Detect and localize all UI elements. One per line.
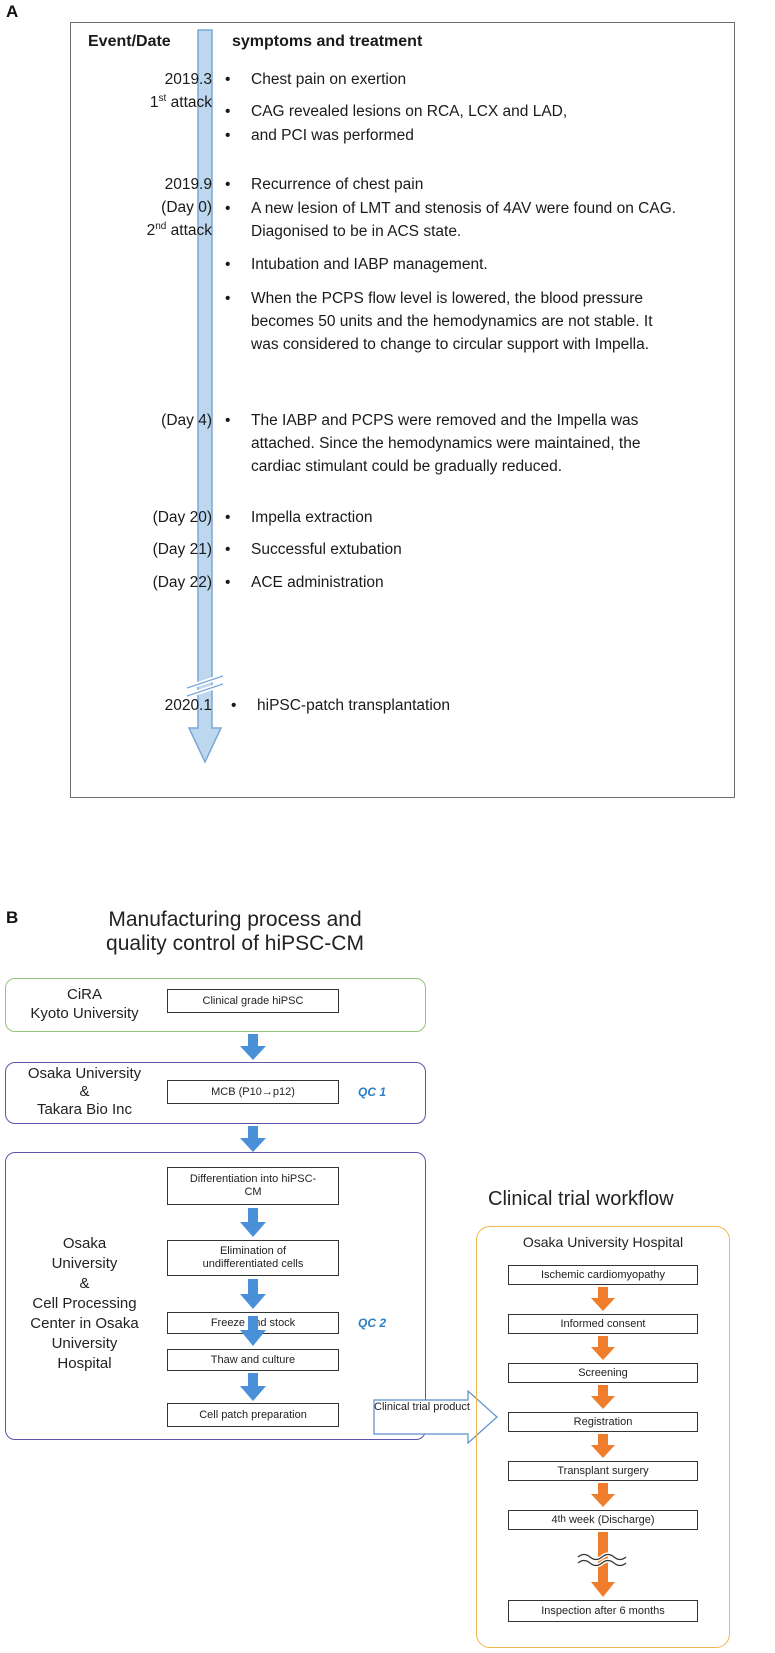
panel-b-label: B (6, 908, 19, 927)
orange-down-arrow (591, 1385, 615, 1409)
step-cell-patch: Cell patch preparation (167, 1403, 339, 1427)
event-item: •Successful extubation (225, 541, 402, 558)
header-symptoms: symptoms and treatment (232, 33, 423, 50)
clinical-trial-product-label: Clinical trial product (374, 1401, 470, 1413)
event-item: •When the PCPS flow level is lowered, th… (225, 290, 653, 353)
panel-a-label: A (6, 2, 19, 21)
osaka-cpc-name: Osaka University & Cell Processing Cente… (30, 1235, 139, 1372)
step-registration: Registration (508, 1412, 698, 1432)
cira-box (5, 978, 426, 1032)
step-ischemic-cardiomyopathy: Ischemic cardiomyopathy (508, 1265, 698, 1285)
date-2019-3: 2019.3 1st attack (149, 71, 212, 111)
osaka-takara-name: Osaka University & Takara Bio Inc (27, 1065, 142, 1118)
event-item: •ACE administration (225, 574, 384, 591)
event-item: •Recurrence of chest pain (225, 176, 424, 193)
step-transplant-surgery: Transplant surgery (508, 1461, 698, 1481)
blue-down-arrow (240, 1279, 266, 1309)
clinical-trial-product-arrow (373, 1390, 498, 1444)
event-item: •Chest pain on exertion (225, 71, 407, 88)
blue-down-arrow (240, 1208, 266, 1237)
step-elimination: Elimination of undifferentiated cells (167, 1240, 339, 1276)
event-item: •A new lesion of LMT and stenosis of 4AV… (225, 200, 677, 240)
event-item: •and PCI was performed (225, 127, 414, 144)
event-item: •Impella extraction (225, 509, 373, 526)
event-item: •hiPSC-patch transplantation (231, 697, 451, 714)
workflow-title: Clinical trial workflow (488, 1188, 674, 1210)
step-mcb: MCB (P10→p12) (167, 1080, 339, 1104)
step-inspection-6-months: Inspection after 6 months (508, 1600, 698, 1622)
qc2-label: QC 2 (358, 1316, 387, 1330)
hospital-name: Osaka University Hospital (522, 1234, 684, 1250)
event-item: •CAG revealed lesions on RCA, LCX and LA… (225, 103, 568, 120)
date-day-22: (Day 22) (152, 574, 212, 591)
orange-down-arrow (591, 1336, 615, 1360)
osaka-cpc-box (5, 1152, 426, 1440)
timeline-panel (70, 22, 735, 798)
orange-down-arrow (591, 1287, 615, 1311)
date-2020-1: 2020.1 (164, 697, 212, 714)
blue-down-arrow (240, 1034, 266, 1060)
step-informed-consent: Informed consent (508, 1314, 698, 1334)
timeline-arrow (186, 29, 224, 764)
event-item: •Intubation and IABP management. (225, 256, 488, 273)
orange-down-arrow (591, 1434, 615, 1458)
date-day-20: (Day 20) (152, 509, 212, 526)
date-day-21: (Day 21) (152, 541, 212, 558)
date-2019-9: 2019.9 (Day 0) 2nd attack (146, 176, 212, 239)
step-clinical-grade-hipsc: Clinical grade hiPSC (167, 989, 339, 1013)
event-item: •The IABP and PCPS were removed and the … (225, 412, 641, 475)
cira-name: CiRA Kyoto University (30, 986, 139, 1022)
blue-down-arrow (240, 1126, 266, 1152)
manufacturing-title: Manufacturing process and quality contro… (106, 908, 364, 955)
date-day-4: (Day 4) (161, 412, 212, 429)
blue-down-arrow (240, 1373, 266, 1401)
hospital-box (476, 1226, 730, 1648)
osaka-takara-box (5, 1062, 426, 1124)
step-differentiation: Differentiation into hiPSC-CM (167, 1167, 339, 1205)
step-thaw-culture: Thaw and culture (167, 1349, 339, 1371)
header-event-date: Event/Date (88, 33, 171, 50)
manufacturing-arrows (240, 1034, 266, 1401)
blue-down-arrow (240, 1316, 266, 1346)
qc1-label: QC 1 (358, 1085, 387, 1099)
orange-down-arrow (591, 1483, 615, 1507)
step-screening: Screening (508, 1363, 698, 1383)
workflow-arrows (576, 1287, 628, 1597)
